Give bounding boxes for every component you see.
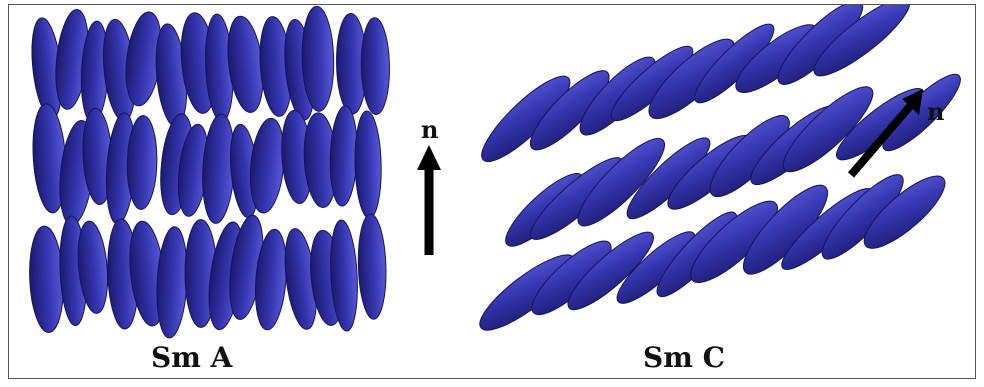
molecule-ellipsoid-icon [247,117,288,215]
sm-a-panel [9,5,977,380]
figure-frame: n n Sm A Sm C [8,4,976,379]
sm-a-caption: Sm A [151,341,232,374]
molecule-ellipsoid-icon [354,111,383,219]
sm-a-director-arrow-icon [417,145,441,255]
molecule-ellipsoid-icon [329,106,359,207]
molecule-ellipsoid-icon [361,18,391,115]
sm-c-caption: Sm C [643,341,725,374]
sm-a-molecules [27,6,390,339]
molecule-ellipsoid-icon [154,226,189,339]
sm-a-director-label: n [421,115,438,144]
sm-c-molecules [471,5,969,341]
sm-c-director-label: n [927,97,944,126]
molecule-ellipsoid-icon [357,214,388,320]
molecule-ellipsoid-icon [27,225,65,333]
